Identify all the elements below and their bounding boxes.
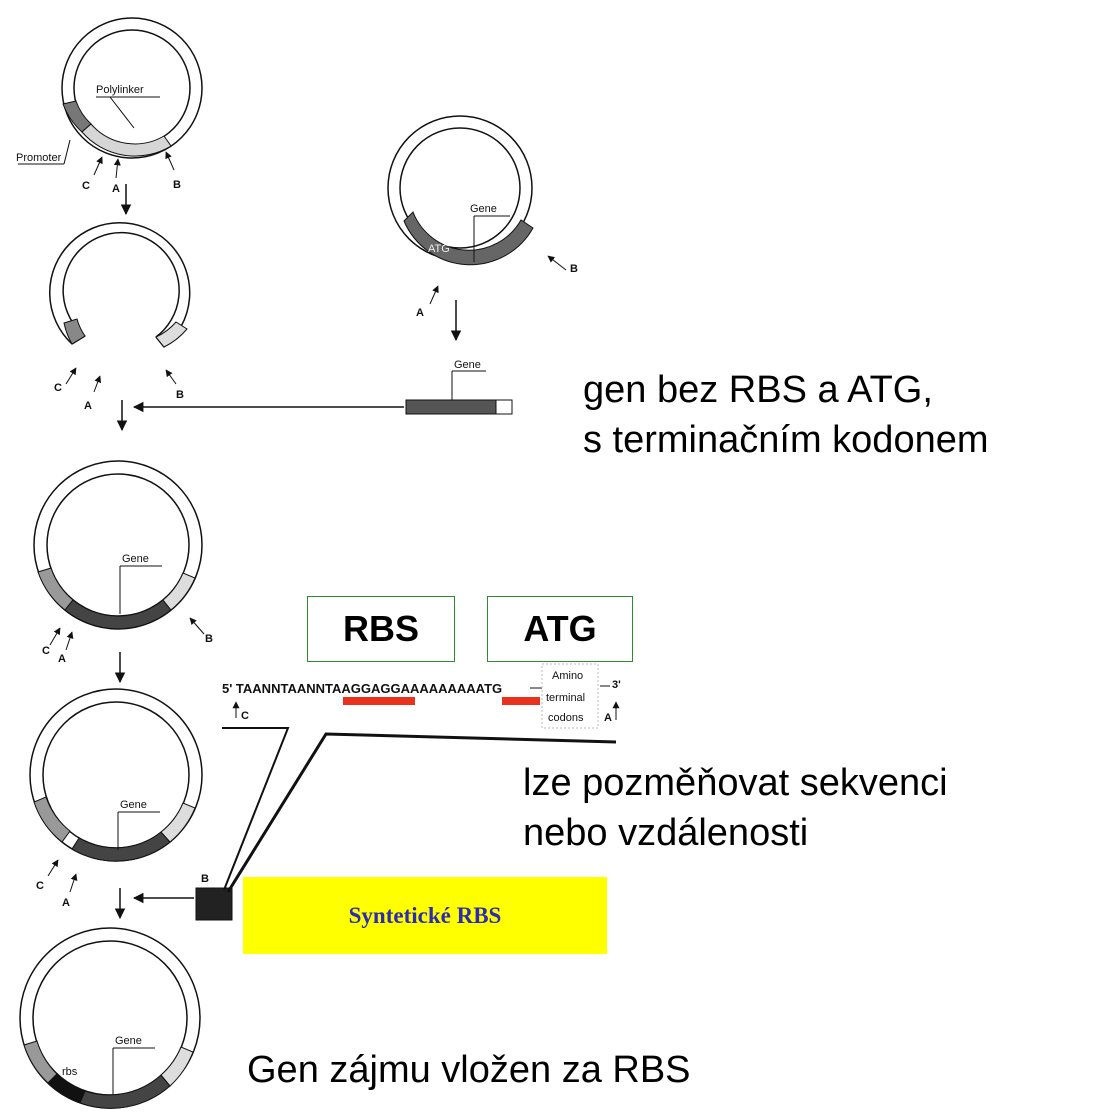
- synthetic-rbs-box: Syntetické RBS: [243, 877, 607, 954]
- plasmid-final: Gene rbs: [19, 927, 201, 1109]
- gene-label: Gene: [454, 359, 481, 371]
- site-a-label: A: [84, 400, 92, 412]
- rbs-box: RBS: [307, 596, 455, 662]
- note-final-line: Gen zájmu vložen za RBS: [247, 1049, 691, 1091]
- site-a-label: A: [416, 307, 424, 319]
- gene-label: Gene: [122, 553, 149, 565]
- three-prime-label: 3': [612, 679, 621, 691]
- site-a-label: A: [58, 653, 66, 665]
- plasmid-cut: C A B: [48, 222, 191, 412]
- rbs-box-label: RBS: [342, 608, 419, 649]
- rbs-highlight: [343, 697, 415, 705]
- plasmid-gene-source: ATG Gene A B: [387, 115, 578, 319]
- seq-site-a-label: A: [604, 712, 612, 724]
- site-a-label: A: [112, 183, 120, 195]
- sequence-text: 5' TAANNTAANNTAAGGAGGAAAAAAAAATG: [222, 681, 502, 696]
- site-b-label: B: [173, 179, 181, 191]
- site-b-label: B: [201, 873, 209, 885]
- atg-box: ATG: [487, 596, 633, 662]
- note-modify-sequence: lze pozměňovat sekvenci nebo vzdálenosti: [523, 758, 948, 858]
- sequence-detail: 5' TAANNTAANNTAAGGAGGAAAAAAAAATG Amino t…: [222, 663, 621, 729]
- polylinker-region: [81, 123, 172, 157]
- note-modify-line2: nebo vzdálenosti: [523, 812, 809, 854]
- site-b-label: B: [176, 389, 184, 401]
- zoom-line-right: [226, 732, 617, 893]
- rbs-small-label: rbs: [62, 1066, 78, 1078]
- zoom-line-left: [222, 727, 290, 891]
- promoter-label: Promoter: [16, 152, 62, 164]
- gene-label: Gene: [120, 799, 147, 811]
- atg-box-label: ATG: [523, 608, 597, 649]
- site-a-label: A: [62, 897, 70, 909]
- note-final: Gen zájmu vložen za RBS: [247, 1045, 691, 1095]
- site-c-label: C: [82, 180, 90, 192]
- gene-label: Gene: [115, 1035, 142, 1047]
- amino-label-3: codons: [548, 712, 584, 724]
- seq-site-c-label: C: [241, 710, 249, 722]
- gene-label: Gene: [470, 203, 497, 215]
- note-gene-line1: gen bez RBS a ATG,: [583, 369, 933, 411]
- synthetic-rbs-label: Syntetické RBS: [348, 902, 502, 928]
- polylinker-label: Polylinker: [96, 84, 144, 96]
- site-b-label: B: [570, 263, 578, 275]
- synthetic-rbs-fragment: [195, 887, 233, 921]
- amino-label-1: Amino: [552, 670, 583, 682]
- plasmid-for-rbs: Gene C A B: [29, 688, 209, 909]
- site-c-label: C: [54, 382, 62, 394]
- note-modify-line1: lze pozměňovat sekvenci: [523, 762, 948, 804]
- site-c-label: C: [42, 645, 50, 657]
- site-c-label: C: [36, 880, 44, 892]
- site-b-label: B: [205, 633, 213, 645]
- amino-label-2: terminal: [546, 692, 585, 704]
- atg-small-label: ATG: [428, 243, 450, 255]
- atg-highlight: [502, 697, 540, 705]
- note-gene-without-rbs: gen bez RBS a ATG, s terminačním kodonem: [583, 365, 989, 465]
- gene-fragment: Gene: [405, 356, 513, 415]
- plasmid-with-gene: Gene C A B: [33, 460, 213, 665]
- plasmid-vector: Polylinker Promoter C A B: [14, 17, 203, 195]
- note-gene-line2: s terminačním kodonem: [583, 419, 989, 461]
